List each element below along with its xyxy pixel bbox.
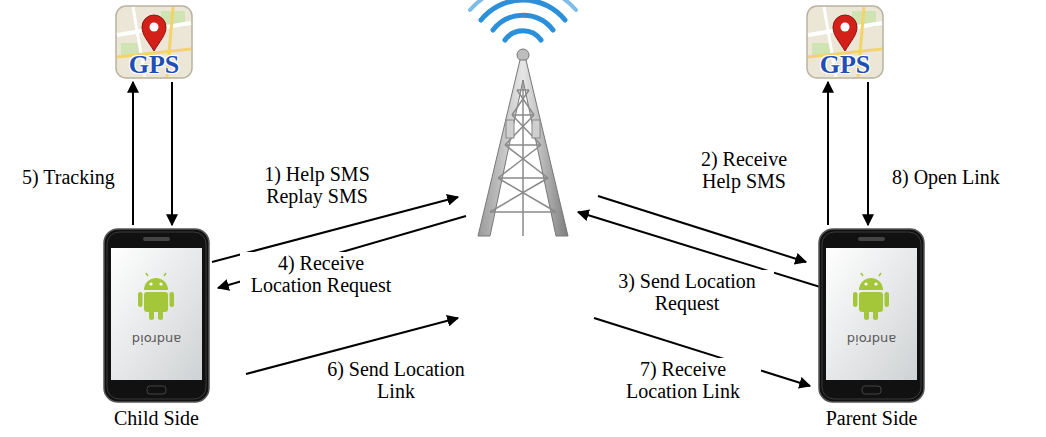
phone-node: androidChild Side (103, 228, 210, 403)
step-label: 7) Receive Location Link (605, 358, 761, 402)
edge-label: 5) Tracking (20, 166, 117, 188)
vertical-arrow (867, 82, 869, 225)
edge-label: 8) Open Link (890, 166, 1002, 188)
step-label: 1) Help SMS Replay SMS (250, 163, 384, 207)
step-label: 2) Receive Help SMS (688, 148, 800, 192)
sms-arrow (598, 196, 806, 262)
phone-outline (103, 228, 210, 403)
gps-icon-node: GPS (806, 5, 884, 79)
step-label: 3) Send Location Request (600, 270, 774, 314)
gps-icon-node: GPS (115, 5, 193, 79)
device-caption: Child Side (73, 407, 240, 429)
step-label: 4) Receive Location Request (240, 252, 402, 296)
os-logo-text: android (826, 332, 917, 346)
os-logo-text: android (111, 332, 202, 346)
phone-outline (818, 228, 925, 403)
icon-label: GPS (806, 52, 884, 78)
phone-node: androidParent Side (818, 228, 925, 403)
vertical-arrow (827, 82, 829, 225)
step-label: 6) Send Location Link (318, 358, 474, 402)
device-caption: Parent Side (788, 407, 955, 429)
vertical-arrow (171, 82, 173, 225)
icon-label: GPS (115, 52, 193, 78)
vertical-arrow (132, 82, 134, 225)
